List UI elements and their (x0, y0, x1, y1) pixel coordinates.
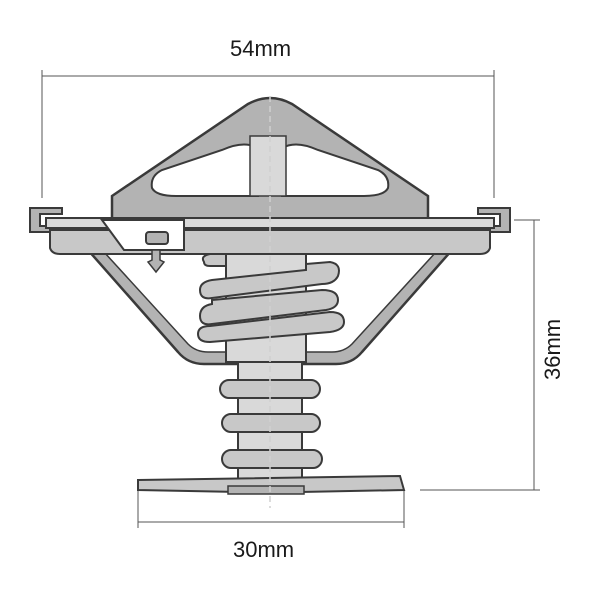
lower-spring (219, 379, 323, 469)
jiggle-valve (100, 219, 185, 274)
dimension-lines (41, 70, 540, 528)
flange-dimension-label: 30mm (233, 537, 295, 562)
height-dimension-label: 36mm (540, 318, 565, 380)
bottom-disc (137, 474, 406, 495)
width-dimension-label: 54mm (230, 36, 292, 61)
